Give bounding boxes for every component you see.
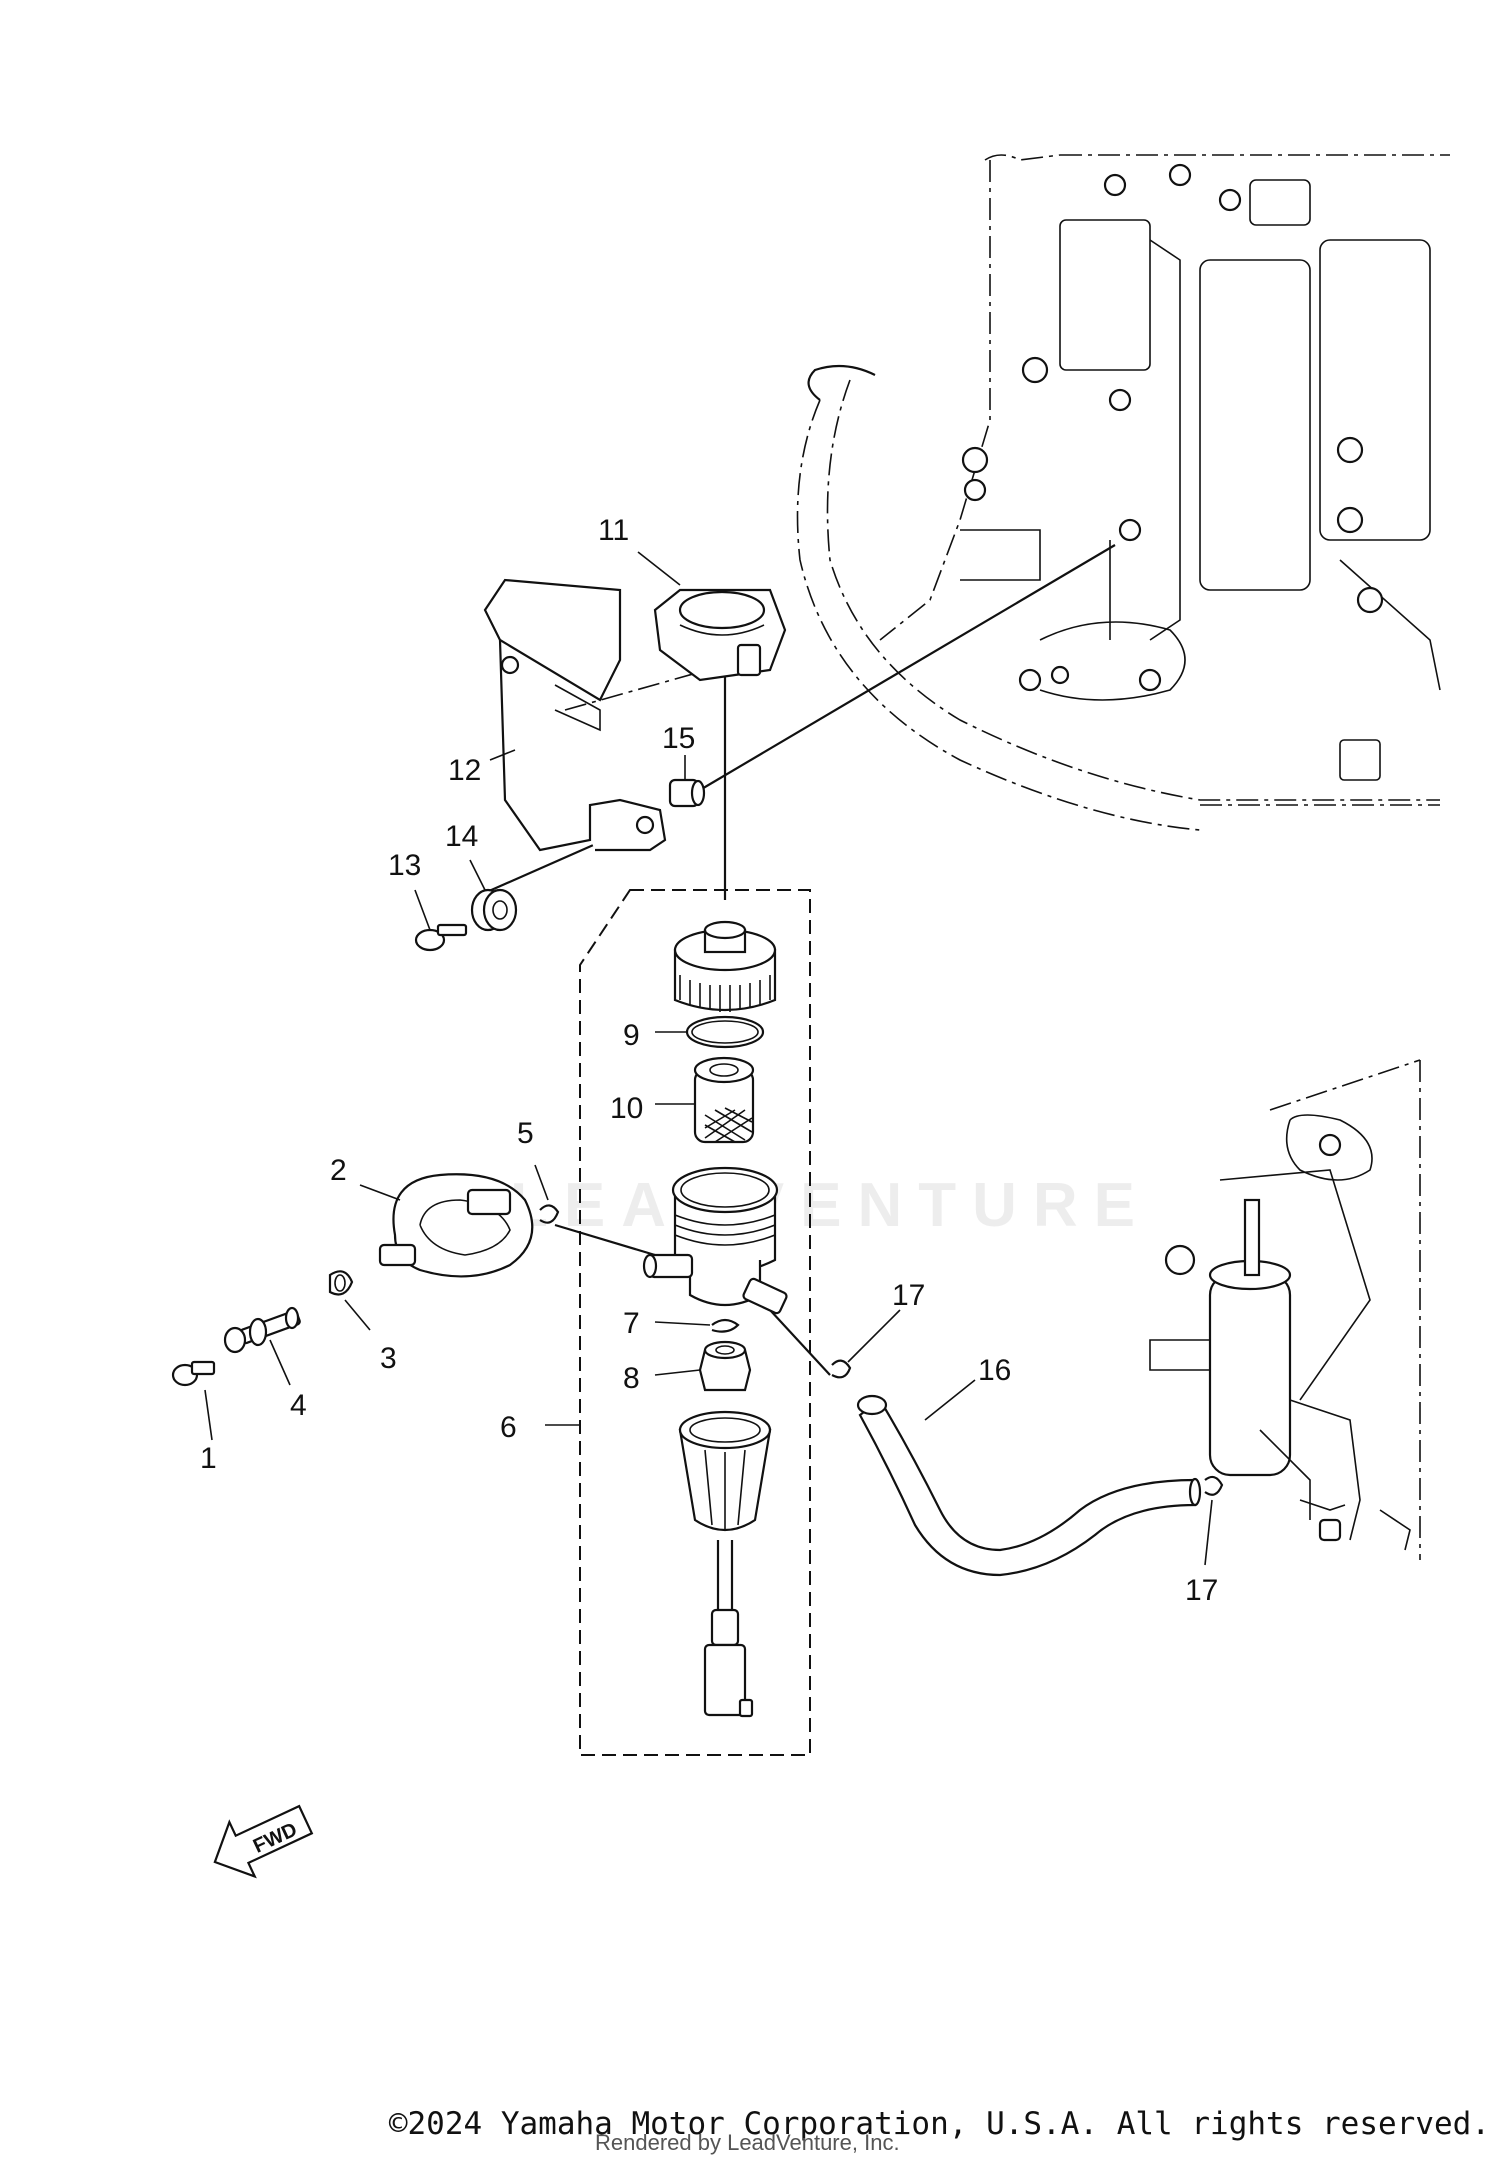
plug-1 <box>171 1360 216 1387</box>
copyright-notice: ©2024 Yamaha Motor Corporation, U.S.A. A… <box>388 2106 1490 2142</box>
bolt-13 <box>414 923 468 952</box>
callout-13: 13 <box>388 849 421 882</box>
watermark: LEADVENTURE <box>510 1171 1152 1240</box>
filter-holder-11 <box>653 588 787 682</box>
fuel-system-outline <box>1149 1059 1421 1560</box>
callout-17-lower: 17 <box>1185 1574 1218 1607</box>
filter-assembly-box-6 <box>579 889 811 1756</box>
callout-3: 3 <box>380 1342 397 1375</box>
callout-10: 10 <box>610 1092 643 1125</box>
o-ring-9 <box>685 1015 765 1049</box>
filter-body <box>642 1166 788 1315</box>
nut-15 <box>668 778 706 808</box>
clip-7 <box>711 1318 740 1333</box>
callout-11: 11 <box>598 514 629 547</box>
nut-8 <box>698 1340 752 1392</box>
fitting-4 <box>223 1306 301 1354</box>
forward-direction-marker: FWD <box>213 1804 314 1879</box>
callout-leaders <box>204 551 1213 1566</box>
clip-3 <box>328 1270 354 1296</box>
callout-7: 7 <box>623 1307 640 1340</box>
clip-5 <box>539 1204 560 1224</box>
callout-5: 5 <box>517 1117 534 1150</box>
callout-8: 8 <box>623 1362 640 1395</box>
clip-17-lower <box>1204 1475 1224 1496</box>
bracket-12 <box>483 578 667 852</box>
filter-cap <box>673 920 777 1012</box>
callout-4: 4 <box>290 1389 307 1422</box>
water-sensor <box>678 1410 772 1718</box>
rendered-by-notice: Rendered by LeadVenture, Inc. <box>595 2130 900 2155</box>
callout-2: 2 <box>330 1154 347 1187</box>
callouts: 1 2 3 4 5 6 7 8 9 10 11 12 13 14 15 16 1… <box>200 514 1218 1607</box>
callout-6: 6 <box>500 1411 517 1444</box>
hose-2 <box>378 1173 534 1278</box>
callout-17-upper: 17 <box>892 1279 925 1312</box>
grommet-14 <box>470 888 518 932</box>
filter-element-10 <box>693 1056 755 1144</box>
callout-12: 12 <box>448 754 481 787</box>
callout-14: 14 <box>445 820 478 853</box>
hose-16 <box>856 1394 1202 1577</box>
callout-9: 9 <box>623 1019 640 1052</box>
clip-17-upper <box>831 1359 852 1379</box>
engine-block-outline <box>796 154 1450 831</box>
callout-1: 1 <box>200 1442 217 1475</box>
callout-16: 16 <box>978 1354 1011 1387</box>
callout-15: 15 <box>662 722 695 755</box>
